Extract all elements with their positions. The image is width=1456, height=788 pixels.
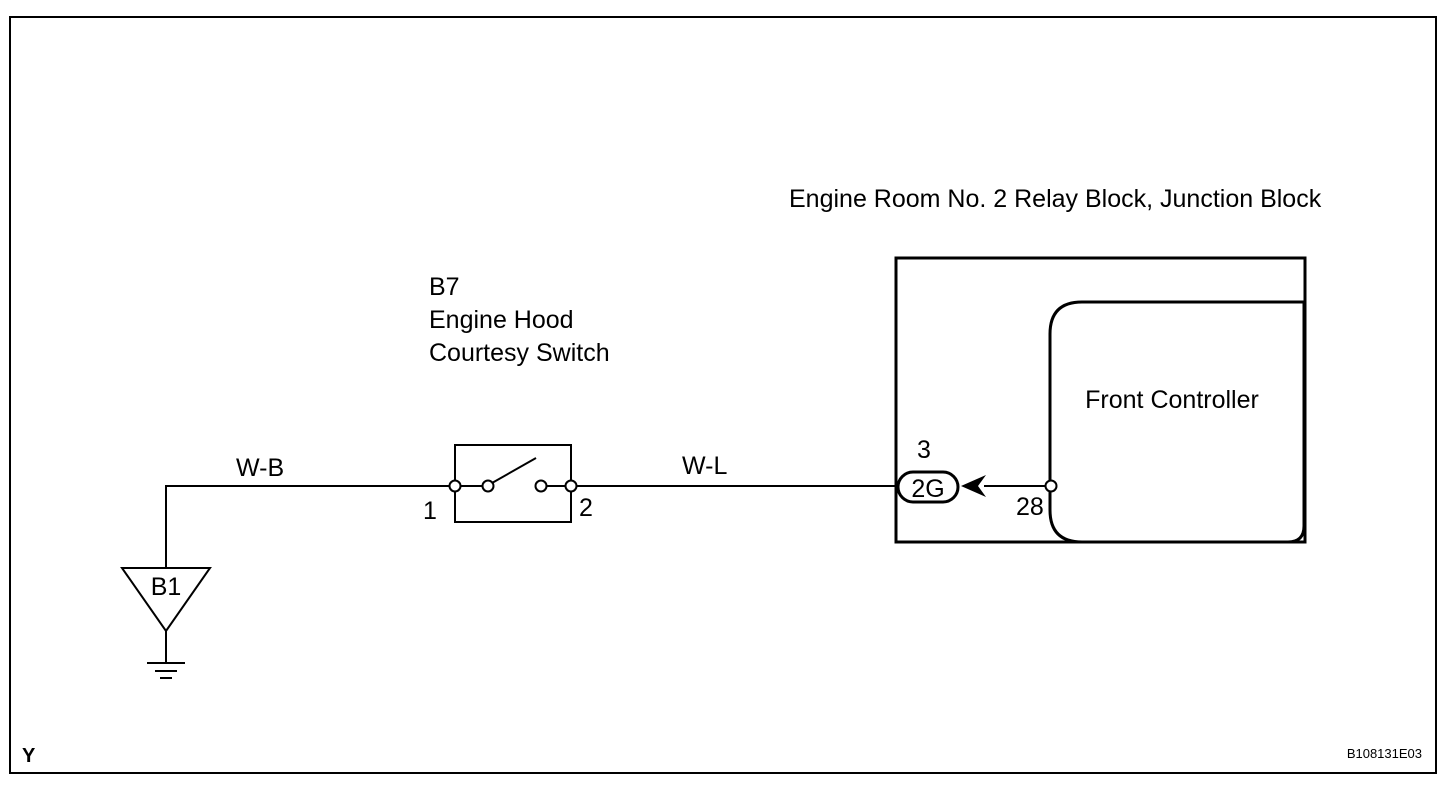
relay-block-title: Engine Room No. 2 Relay Block, Junction … <box>789 185 1322 213</box>
front-controller-label: Front Controller <box>1085 386 1259 414</box>
wire-label-w-l: W-L <box>682 452 727 480</box>
ground-symbol-icon <box>147 662 185 679</box>
connector-arrow-icon <box>961 475 986 497</box>
controller-terminal-28 <box>1044 479 1058 493</box>
corner-mark: Y <box>22 745 36 767</box>
ground-point-label: B1 <box>151 573 182 601</box>
switch-body <box>454 444 572 523</box>
controller-pin-28: 28 <box>1016 493 1044 521</box>
switch-pin-2: 2 <box>579 494 593 522</box>
wire-w-b <box>165 485 455 570</box>
switch-terminal-1 <box>448 479 462 493</box>
connector-2g-oval <box>896 470 960 504</box>
connector-code: 2G <box>911 475 944 503</box>
switch-name-line1: Engine Hood <box>429 306 574 334</box>
switch-name-line2: Courtesy Switch <box>429 339 610 367</box>
diagram-frame <box>9 16 1437 774</box>
switch-pin-1: 1 <box>423 497 437 525</box>
ground-point-triangle <box>120 567 212 633</box>
front-controller-box <box>1048 300 1306 544</box>
switch-terminal-2 <box>564 479 578 493</box>
switch-code: B7 <box>429 273 460 301</box>
figure-code: B108131E03 <box>1347 746 1422 761</box>
wire-label-w-b: W-B <box>236 454 284 482</box>
connector-pin-3: 3 <box>917 436 931 464</box>
switch-contact-icon <box>461 457 565 493</box>
